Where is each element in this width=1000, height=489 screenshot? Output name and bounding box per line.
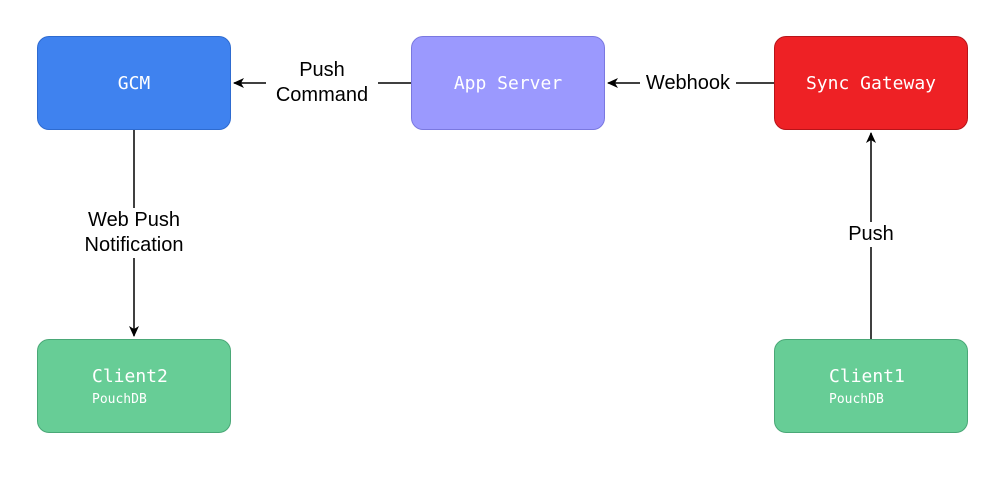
node-client2[interactable]: Client2 PouchDB — [37, 339, 231, 433]
node-gcm-title: GCM — [117, 73, 151, 94]
edge-label-push-command: Push Command — [266, 58, 378, 108]
node-client1-subtitle: PouchDB — [829, 392, 884, 407]
node-client2-title: Client2 — [92, 366, 168, 387]
node-sync-gateway-title: Sync Gateway — [805, 73, 937, 94]
edge-label-push: Push — [840, 222, 902, 247]
node-client1[interactable]: Client1 PouchDB — [774, 339, 968, 433]
node-sync-gateway[interactable]: Sync Gateway — [774, 36, 968, 130]
node-client1-title: Client1 — [829, 366, 905, 387]
node-gcm[interactable]: GCM — [37, 36, 231, 130]
node-client2-subtitle: PouchDB — [92, 392, 147, 407]
edge-label-web-push-notification: Web Push Notification — [72, 208, 196, 258]
node-app-server[interactable]: App Server — [411, 36, 605, 130]
edge-label-webhook: Webhook — [640, 71, 736, 96]
node-app-server-title: App Server — [453, 73, 563, 94]
